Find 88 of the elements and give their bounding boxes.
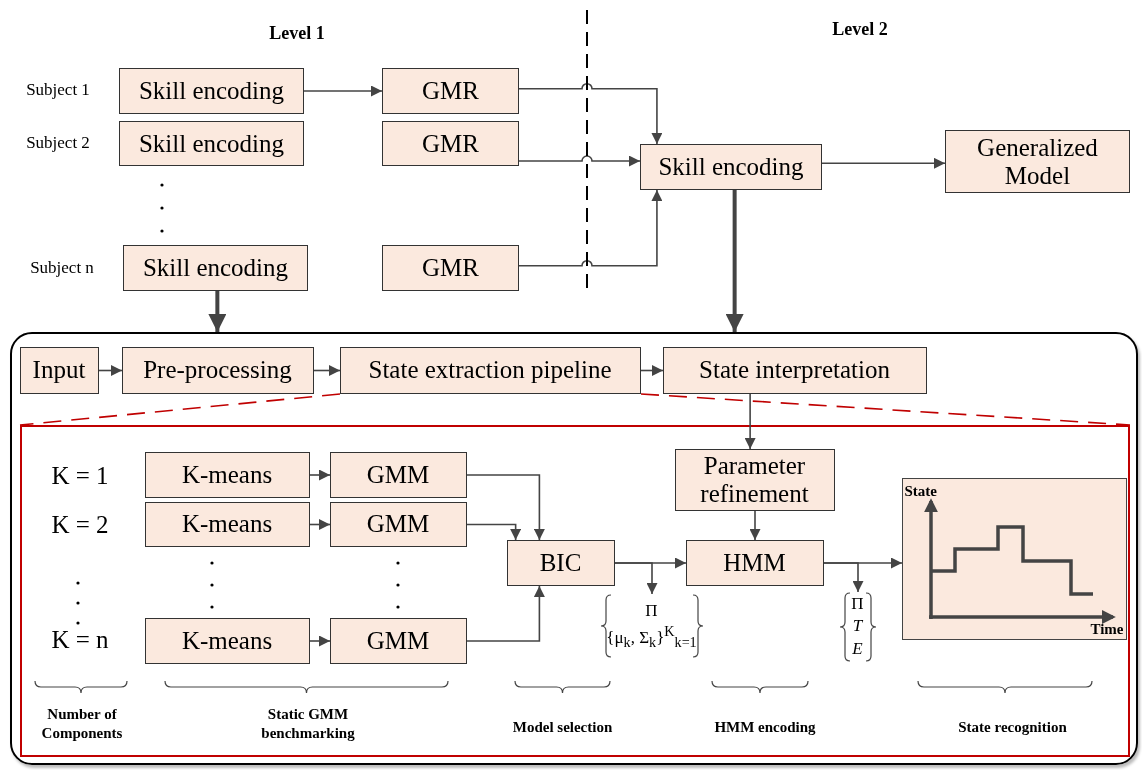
arrow bbox=[823, 562, 864, 593]
stage-label: Static GMM benchmarking bbox=[260, 705, 356, 743]
axis-label: Time bbox=[1090, 620, 1124, 638]
axis-label: State bbox=[904, 482, 937, 500]
arrow bbox=[208, 291, 227, 332]
row-label: Subject n bbox=[29, 258, 95, 278]
process-box bbox=[674, 448, 835, 511]
box-label: Skill encoding bbox=[138, 129, 285, 158]
process-box bbox=[382, 121, 519, 166]
arrow bbox=[303, 85, 383, 97]
process-box bbox=[382, 68, 519, 114]
process-box bbox=[640, 144, 822, 190]
arrow bbox=[466, 523, 522, 541]
parameter-symbol: Π bbox=[851, 593, 864, 616]
process-box bbox=[506, 539, 615, 586]
arrow bbox=[466, 585, 545, 642]
state-time-chart bbox=[901, 477, 1127, 640]
container-box bbox=[10, 332, 1138, 765]
process-box bbox=[329, 501, 467, 547]
box-label: Skill encoding bbox=[142, 254, 289, 282]
row-label: K = n bbox=[50, 626, 110, 654]
box-label: GMR bbox=[422, 254, 479, 282]
stage-label: State recognition bbox=[957, 718, 1068, 737]
arrow bbox=[744, 393, 756, 450]
process-box bbox=[123, 245, 308, 291]
box-label: K-means bbox=[181, 510, 273, 538]
stage-label: Model selection bbox=[511, 718, 614, 737]
arrow bbox=[614, 562, 658, 595]
box-label: Input bbox=[32, 356, 86, 384]
level-heading: Level 1 bbox=[268, 22, 326, 45]
row-label: K = 2 bbox=[50, 511, 110, 539]
row-label: Subject 1 bbox=[25, 80, 91, 100]
parameter-set bbox=[599, 593, 704, 658]
box-label: HMM bbox=[723, 548, 786, 577]
arrow bbox=[518, 155, 641, 167]
stage-label: HMM encoding bbox=[713, 718, 817, 737]
box-label: GMM bbox=[366, 626, 430, 655]
parameter-symbol: T bbox=[852, 615, 863, 638]
box-label: Skill encoding bbox=[138, 77, 285, 105]
stage-label: Number of Components bbox=[40, 705, 124, 743]
process-box bbox=[144, 501, 310, 547]
process-box bbox=[144, 617, 310, 664]
process-box bbox=[119, 68, 304, 114]
arrow bbox=[466, 474, 545, 541]
detail-panel bbox=[19, 424, 1130, 757]
box-label: State extraction pipeline bbox=[368, 356, 612, 384]
box-label: GMM bbox=[366, 460, 430, 489]
process-box bbox=[119, 121, 304, 166]
dashed-zoom-line bbox=[640, 393, 1131, 426]
arrow bbox=[518, 189, 663, 267]
box-label: Parameter refinement bbox=[699, 451, 810, 508]
box-label: GMR bbox=[422, 129, 479, 158]
process-box bbox=[19, 346, 99, 394]
arrow bbox=[98, 365, 123, 376]
process-box bbox=[329, 451, 467, 498]
arrow bbox=[518, 82, 663, 145]
process-box bbox=[144, 451, 310, 498]
box-label: GMR bbox=[422, 77, 479, 105]
arrow bbox=[309, 519, 331, 530]
process-box bbox=[339, 346, 641, 394]
box-label: State interpretation bbox=[699, 356, 890, 384]
level-heading: Level 2 bbox=[831, 18, 889, 41]
arrow bbox=[309, 635, 331, 647]
box-label: Pre-processing bbox=[143, 356, 292, 384]
dashed-zoom-line bbox=[19, 393, 341, 426]
arrow bbox=[821, 157, 946, 169]
parameter-symbol: Π bbox=[645, 599, 658, 622]
box-label: Skill encoding bbox=[658, 153, 804, 181]
box-label: K-means bbox=[181, 626, 273, 655]
box-label: BIC bbox=[539, 548, 582, 577]
parameter-set bbox=[838, 591, 877, 662]
arrow bbox=[749, 510, 761, 541]
process-box bbox=[382, 245, 519, 291]
row-label: K = 1 bbox=[50, 462, 110, 490]
arrow bbox=[309, 469, 331, 481]
arrow bbox=[313, 365, 341, 376]
box-label: GMM bbox=[366, 510, 430, 538]
parameter-symbol: E bbox=[852, 637, 863, 660]
box-label: Generalized Model bbox=[976, 133, 1099, 190]
row-label: Subject 2 bbox=[25, 133, 91, 153]
arrow bbox=[725, 190, 744, 332]
arrow bbox=[640, 365, 664, 376]
process-box bbox=[945, 130, 1130, 193]
process-box bbox=[329, 617, 467, 664]
box-label: K-means bbox=[181, 460, 273, 489]
process-box bbox=[685, 539, 824, 586]
process-box bbox=[121, 346, 314, 394]
process-box bbox=[662, 346, 927, 394]
